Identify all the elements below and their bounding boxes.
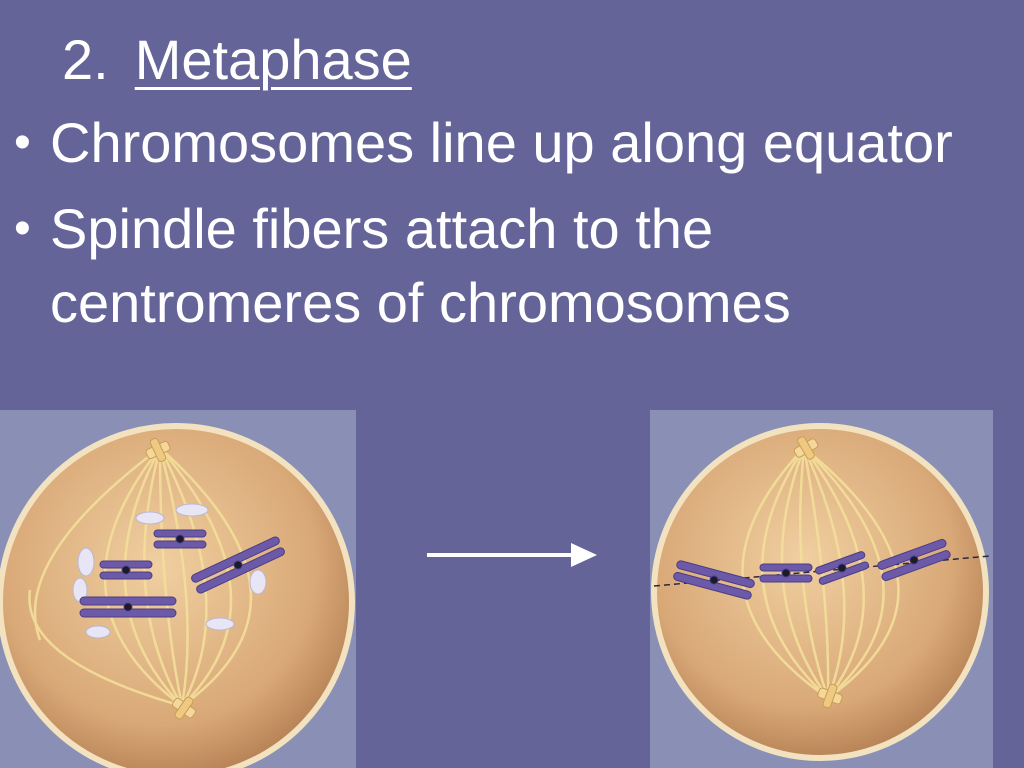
aligned-chromosomes [673,538,951,600]
bullet-list: • Chromosomes line up along equator • Sp… [14,106,1004,340]
title-word: Metaphase [134,28,412,91]
slide-title: 2. Metaphase [62,28,412,92]
bullet-dot: • [14,202,31,255]
nuclear-envelope-fragments [72,503,267,639]
bullet-item: • Chromosomes line up along equator [14,106,1004,180]
centrosome-bottom [817,683,843,709]
bullet-text: Spindle fibers attach to the centromeres… [50,197,791,334]
centrosome-top [793,436,819,460]
bullet-dot: • [14,116,31,169]
bullet-item: • Spindle fibers attach to the centromer… [14,192,1004,340]
spindle-fibers [28,446,253,708]
title-number: 2. [62,28,109,91]
centrosome-top [145,437,171,463]
metaphase-illustration [650,410,993,768]
early-metaphase-illustration [0,410,356,768]
chromosomes [79,529,285,618]
cell-membrane [651,423,989,761]
centrosome-bottom [171,696,197,720]
arrow-right-icon [427,543,597,567]
bullet-text: Chromosomes line up along equator [50,111,953,174]
